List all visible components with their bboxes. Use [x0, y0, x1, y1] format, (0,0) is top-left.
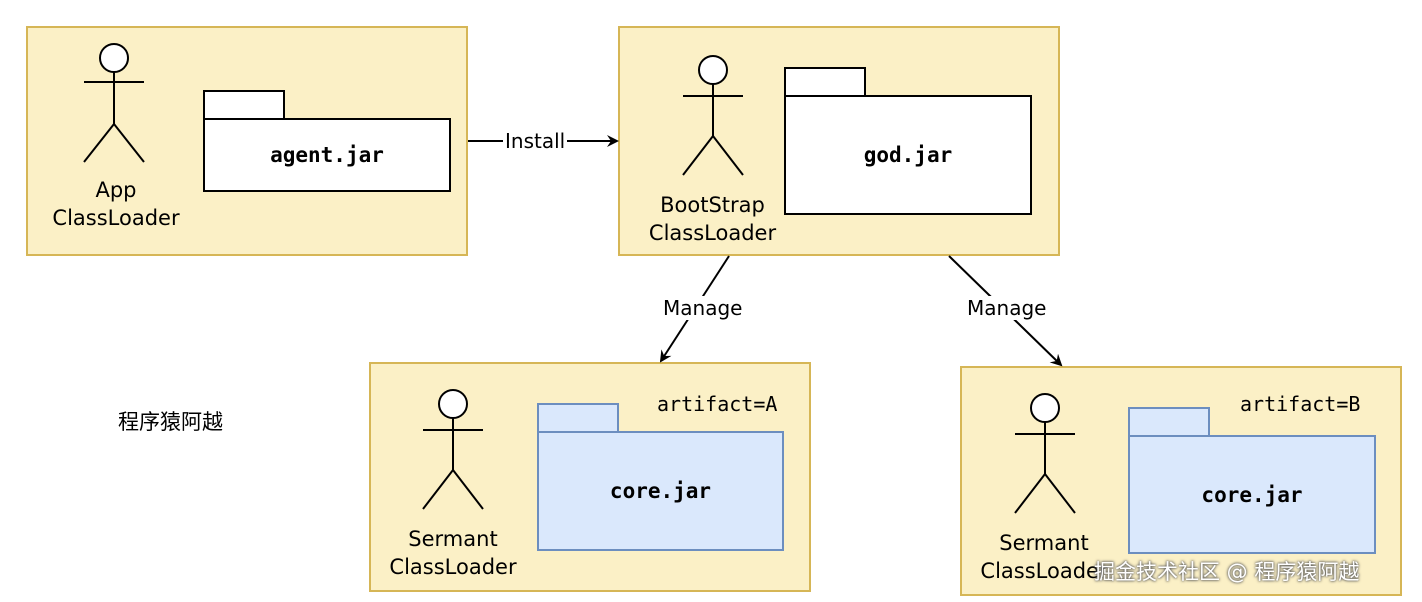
manage-b-edge-label: Manage [965, 296, 1049, 320]
install-edge-label: Install [503, 129, 568, 153]
god-jar-package-label: god.jar [784, 95, 1032, 215]
app-classloader-label: App ClassLoader [52, 178, 180, 230]
app-actor-icon [83, 43, 145, 163]
god-jar-package-tab [784, 67, 866, 97]
core-jar-b-package-label: core.jar [1128, 435, 1376, 554]
agent-jar-package-label: agent.jar [203, 118, 451, 192]
sermant-a-actor-icon [422, 389, 484, 510]
core-jar-b-package-tab [1128, 407, 1210, 437]
sermant-classloader-a-label: Sermant ClassLoader [389, 527, 517, 579]
sermant-classloader-b-label: Sermant ClassLoader [980, 531, 1108, 583]
site-watermark: 掘金技术社区 @ 程序猿阿越 [1094, 560, 1360, 584]
artifact-a-label: artifact=A [657, 392, 778, 416]
agent-jar-package-tab [203, 90, 285, 120]
manage-a-edge-label: Manage [661, 296, 745, 320]
bootstrap-actor-icon [682, 55, 744, 176]
bootstrap-classloader-label: BootStrap ClassLoader [648, 193, 777, 245]
sermant-b-actor-icon [1014, 393, 1076, 514]
author-watermark: 程序猿阿越 [118, 410, 223, 434]
core-jar-a-package-label: core.jar [537, 431, 784, 551]
artifact-b-label: artifact=B [1240, 392, 1361, 416]
